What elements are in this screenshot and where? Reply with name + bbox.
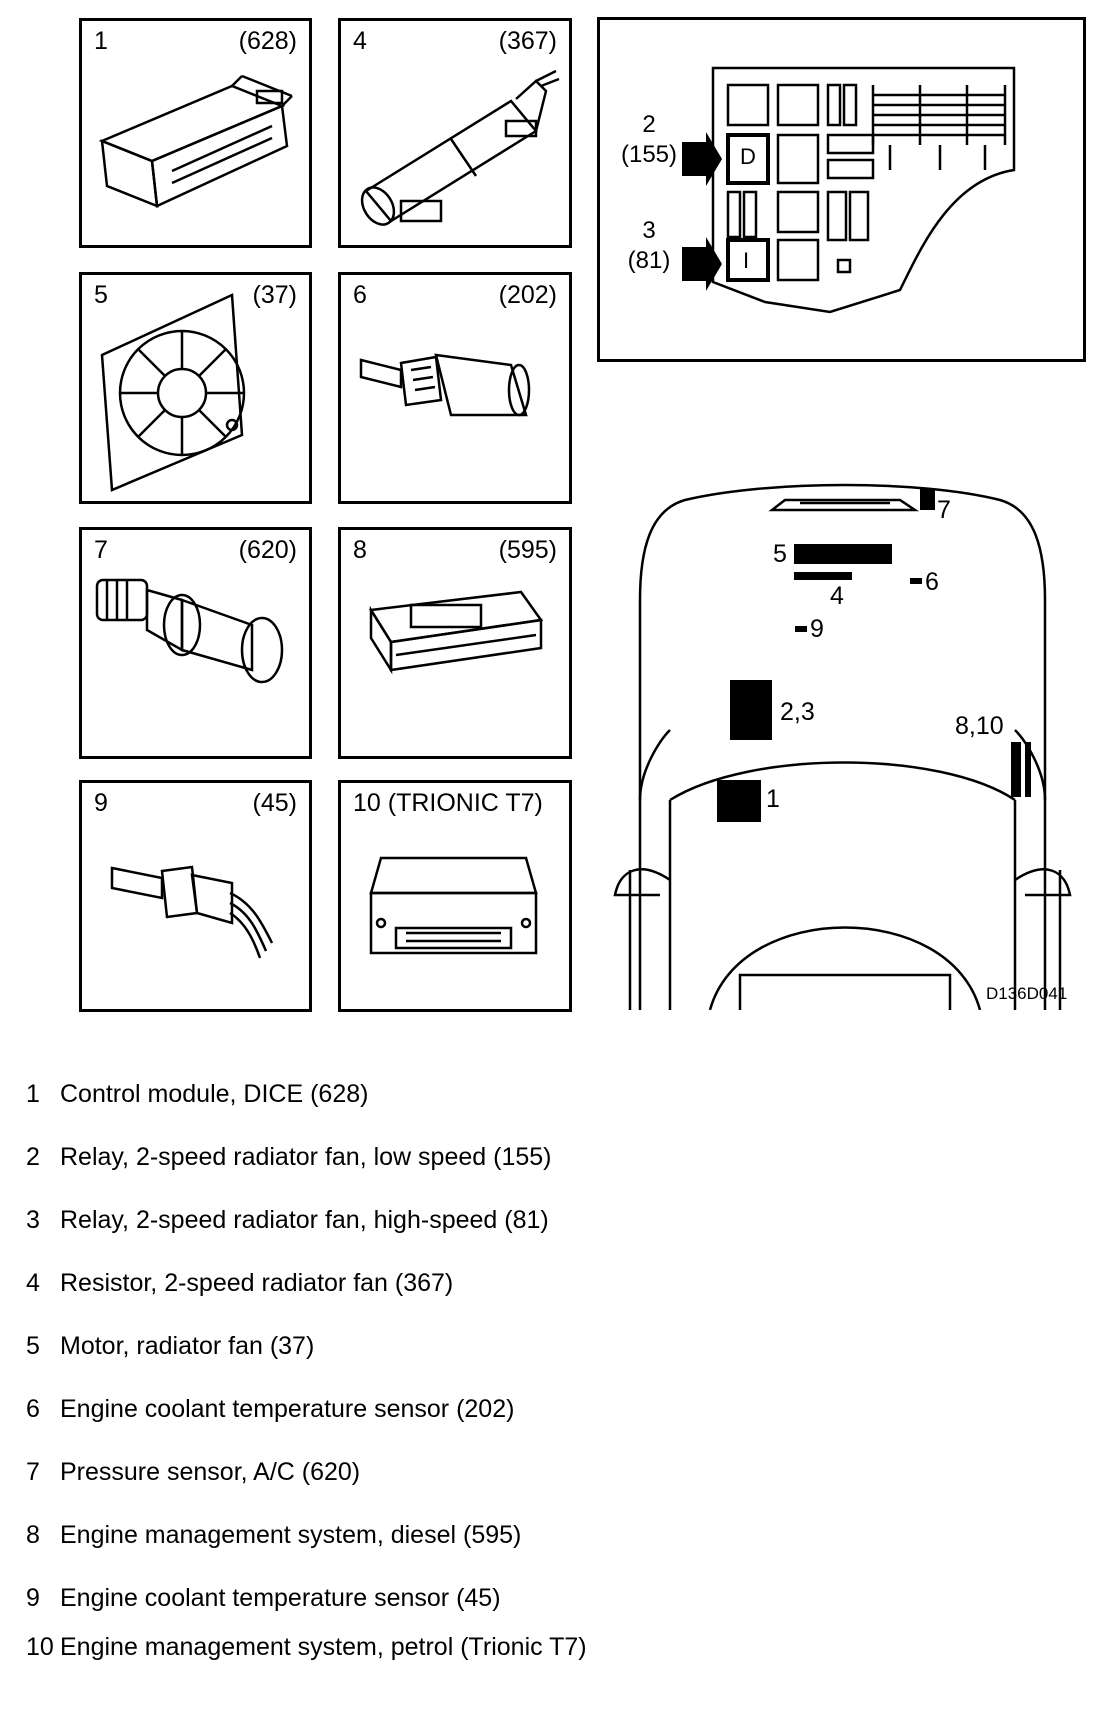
panel-code: (620): [238, 536, 297, 564]
car-label-8-10: 8,10: [955, 712, 1004, 740]
car-label-4: 4: [830, 582, 844, 610]
ecu-petrol-icon: [369, 856, 538, 955]
car-label-1: 1: [766, 785, 780, 813]
relay-d-mark: D: [740, 144, 756, 169]
temperature-sensor-icon: [110, 865, 274, 959]
fan-motor-icon: [100, 293, 246, 492]
car-label-2-3: 2,3: [780, 698, 815, 726]
panel-number: 6: [353, 281, 367, 309]
panel-code: (367): [498, 27, 557, 55]
car-outline: [613, 483, 1072, 1011]
panel-code: (37): [252, 281, 297, 309]
panel-pressure-sensor: 7 (620): [79, 527, 312, 759]
car-label-6: 6: [925, 568, 939, 596]
panel-resistor: 4 (367): [338, 18, 572, 248]
panel-number: 5: [94, 281, 108, 309]
resistor-icon: [360, 69, 560, 226]
fuse-relay-box: D I 2(155) 3(81): [597, 17, 1086, 362]
panel-coolant-sensor-202: 6 (202): [338, 272, 572, 504]
car-label-7: 7: [937, 496, 951, 524]
panel-code: (45): [252, 789, 297, 817]
temperature-sensor-icon: [359, 353, 531, 417]
panel-code: (595): [498, 536, 557, 564]
control-module-icon: [98, 74, 293, 208]
pressure-sensor-icon: [95, 578, 284, 684]
car-label-5: 5: [773, 540, 787, 568]
panel-number: 4: [353, 27, 367, 55]
relay-2-label: 2(155): [620, 111, 678, 168]
panel-ecu-petrol: 10 (TRIONIC T7): [338, 780, 572, 1012]
panel-control-module: 1 (628): [79, 18, 312, 248]
ecu-diesel-icon: [368, 590, 544, 675]
relay-i-mark: I: [743, 248, 750, 273]
panel-number: 8: [353, 536, 367, 564]
panel-number: 10 (TRIONIC T7): [353, 789, 543, 817]
panel-coolant-sensor-45: 9 (45): [79, 780, 312, 1012]
panel-fan-motor: 5 (37): [79, 272, 312, 504]
panel-code: (628): [238, 27, 297, 55]
diagram-id: D136D041: [986, 984, 1068, 1003]
car-location-diagram: 7 5 4 6 9 2,3 8,10 1: [600, 470, 1090, 1011]
car-label-9: 9: [810, 615, 824, 643]
panel-number: 7: [94, 536, 108, 564]
panel-ecu-diesel: 8 (595): [338, 527, 572, 759]
relay-3-label: 3(81): [627, 217, 671, 274]
panel-code: (202): [498, 281, 557, 309]
panel-number: 9: [94, 789, 108, 817]
panel-number: 1: [94, 27, 108, 55]
fuse-box-diagram: [682, 66, 1016, 314]
